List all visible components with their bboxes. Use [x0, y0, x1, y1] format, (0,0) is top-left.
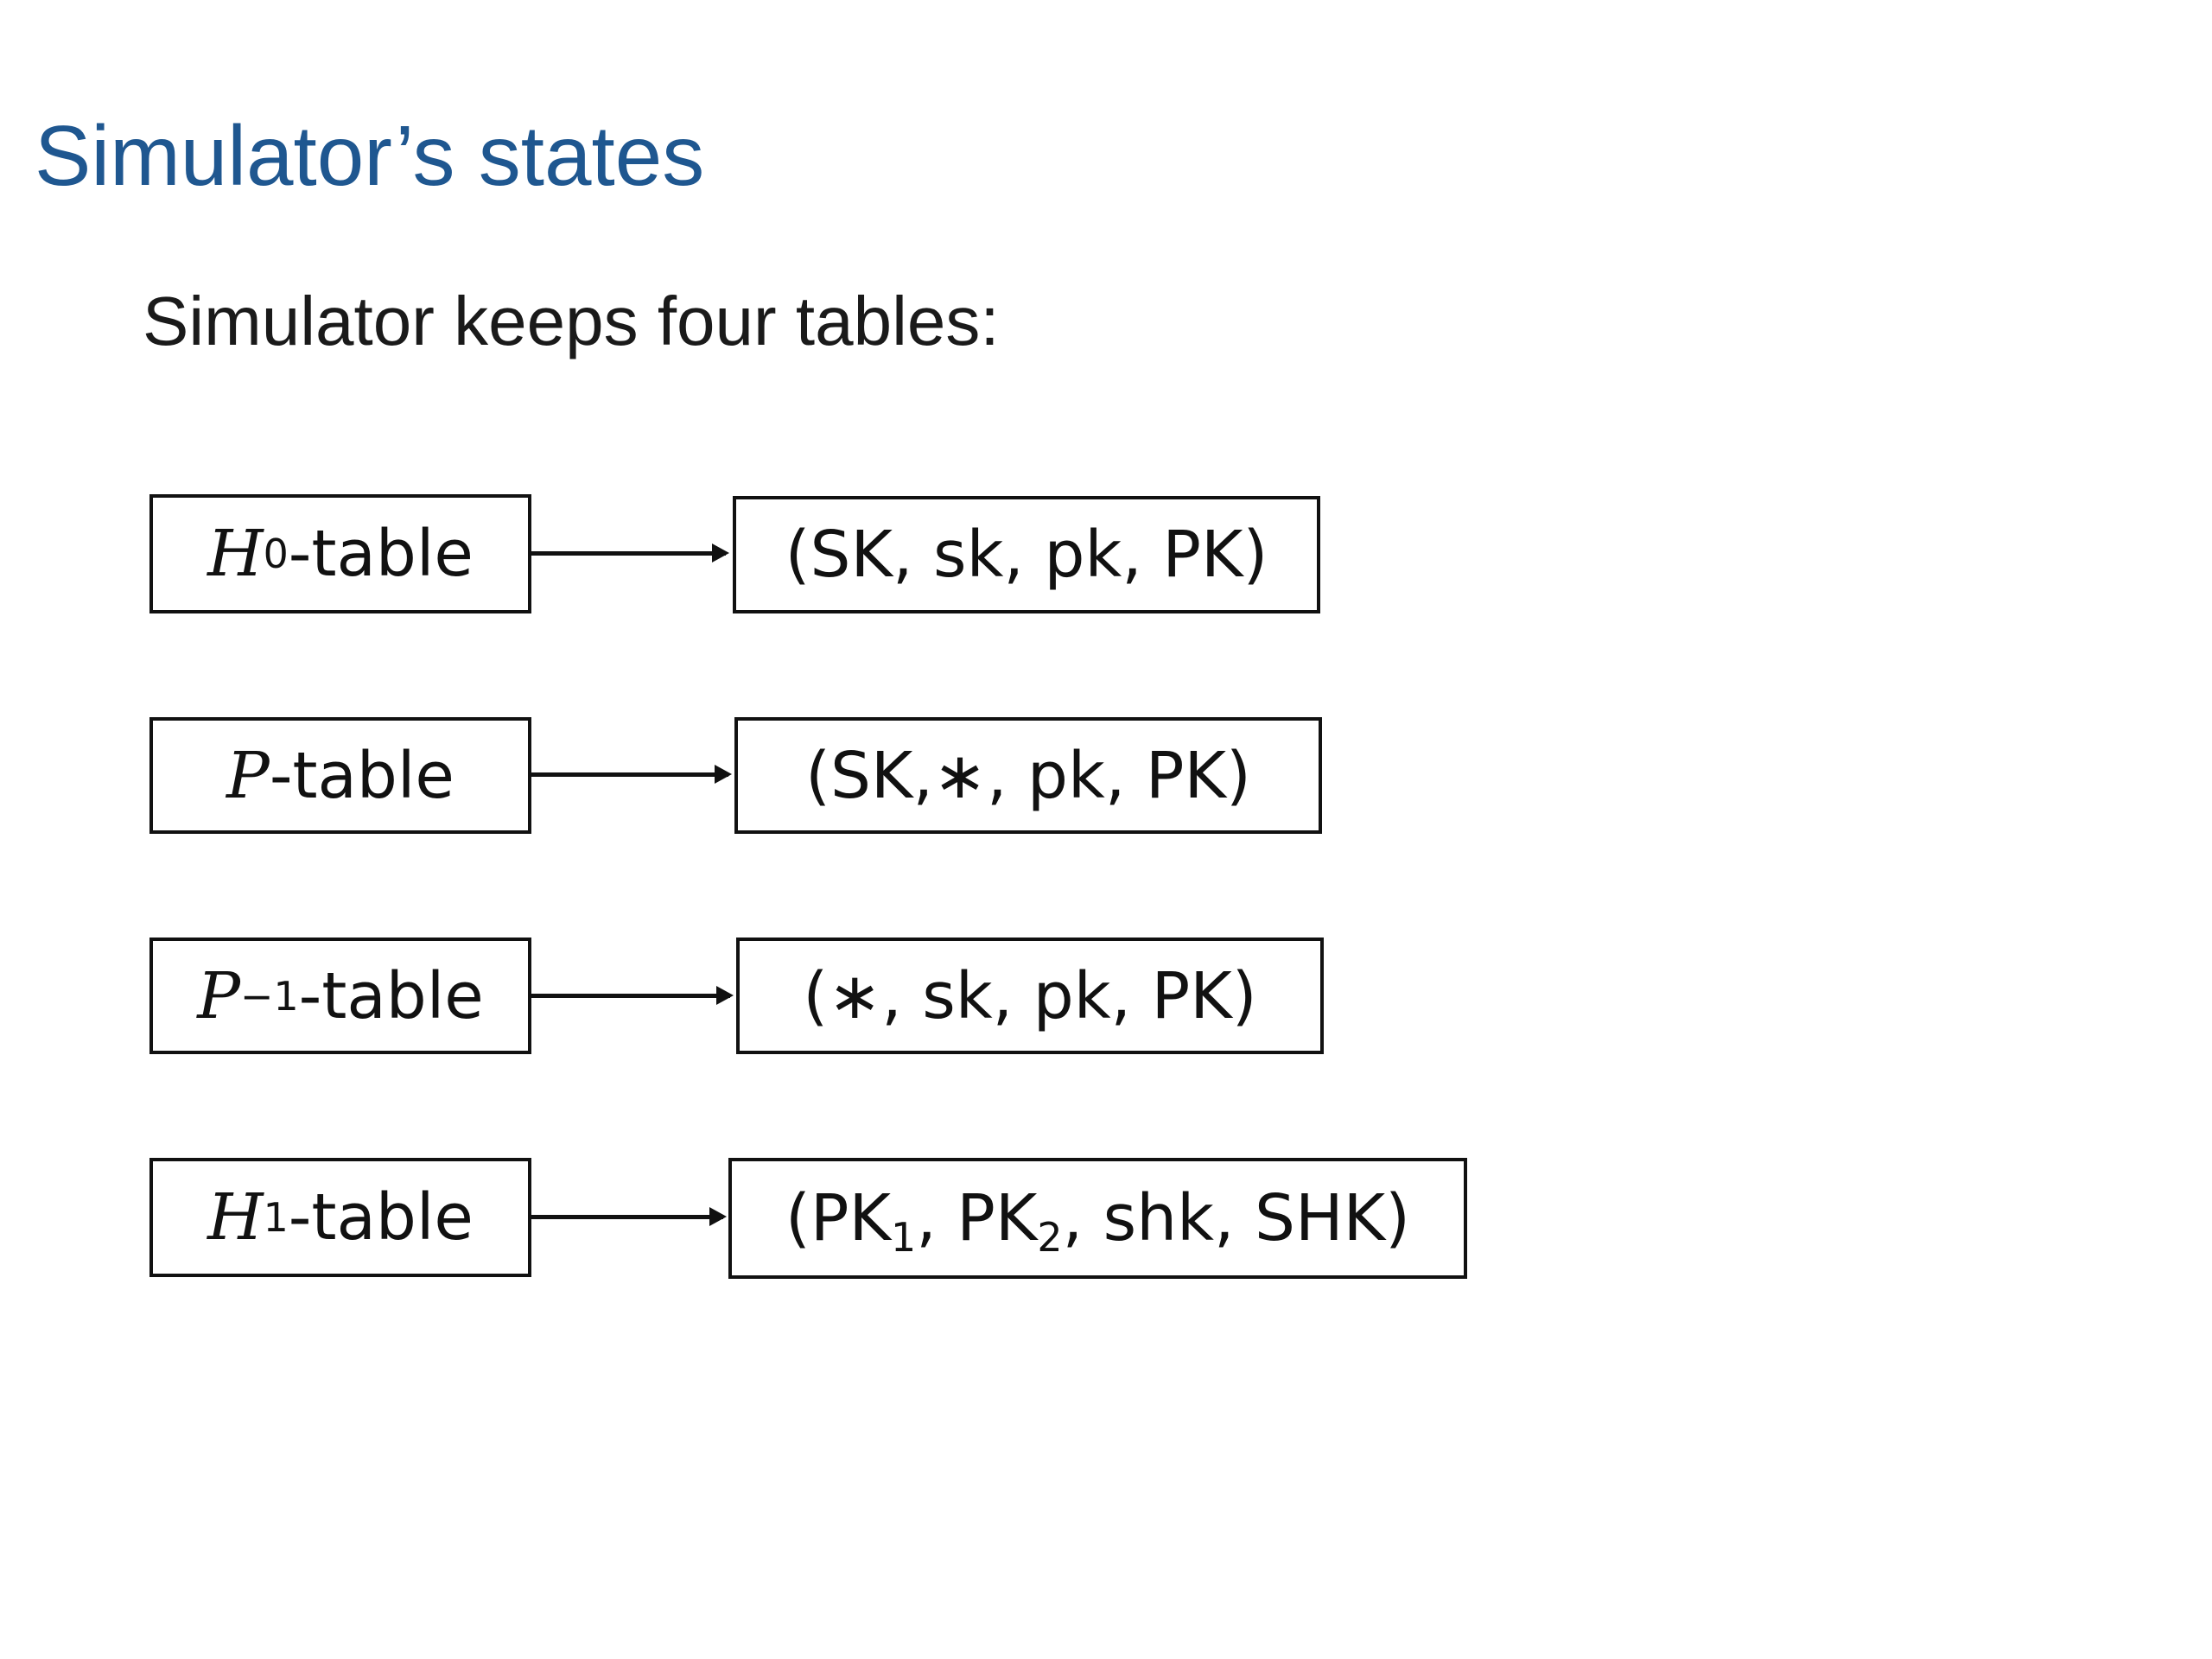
slide-subtitle: Simulator keeps four tables:	[143, 283, 1000, 359]
p-tuple-box: (SK,∗, pk, PK)	[734, 717, 1322, 834]
p-table-arrow	[531, 765, 732, 784]
slide-title: Simulator’s states	[35, 108, 705, 203]
h0-table-arrow	[531, 543, 729, 563]
p-inverse-table-suffix: -table	[298, 958, 484, 1033]
h1-table-suffix: -table	[288, 1180, 474, 1255]
p-table-box: P-table	[149, 717, 531, 834]
p-table-variable: P	[226, 738, 270, 813]
h1-table-variable: H	[207, 1180, 264, 1255]
h0-table-variable: H	[207, 517, 264, 591]
h1-tuple-part-3: , shk, SHK)	[1062, 1181, 1411, 1255]
h1-tuple-text: (PK1, PK2, shk, SHK)	[785, 1181, 1411, 1257]
p-inverse-table-variable: P	[197, 958, 241, 1033]
h1-tuple-part-1: (PK	[785, 1181, 892, 1255]
h1-tuple-box: (PK1, PK2, shk, SHK)	[728, 1158, 1467, 1279]
h1-tuple-subscript-2: 2	[1037, 1213, 1063, 1261]
p-inverse-tuple-box: (∗, sk, pk, PK)	[736, 938, 1324, 1054]
h1-table-arrow	[529, 1207, 727, 1226]
p-inverse-tuple-text: (∗, sk, pk, PK)	[803, 958, 1257, 1033]
h0-tuple-box: (SK, sk, pk, PK)	[733, 496, 1320, 613]
p-table-suffix: -table	[269, 738, 454, 813]
h1-tuple-subscript-1: 1	[891, 1213, 917, 1261]
h1-tuple-part-2: , PK	[916, 1181, 1038, 1255]
p-inverse-table-box: P−1-table	[149, 938, 531, 1054]
p-inverse-table-arrow	[531, 986, 734, 1005]
h0-table-suffix: -table	[288, 517, 474, 591]
h0-tuple-text: (SK, sk, pk, PK)	[785, 518, 1268, 592]
p-tuple-text: (SK,∗, pk, PK)	[805, 738, 1251, 813]
